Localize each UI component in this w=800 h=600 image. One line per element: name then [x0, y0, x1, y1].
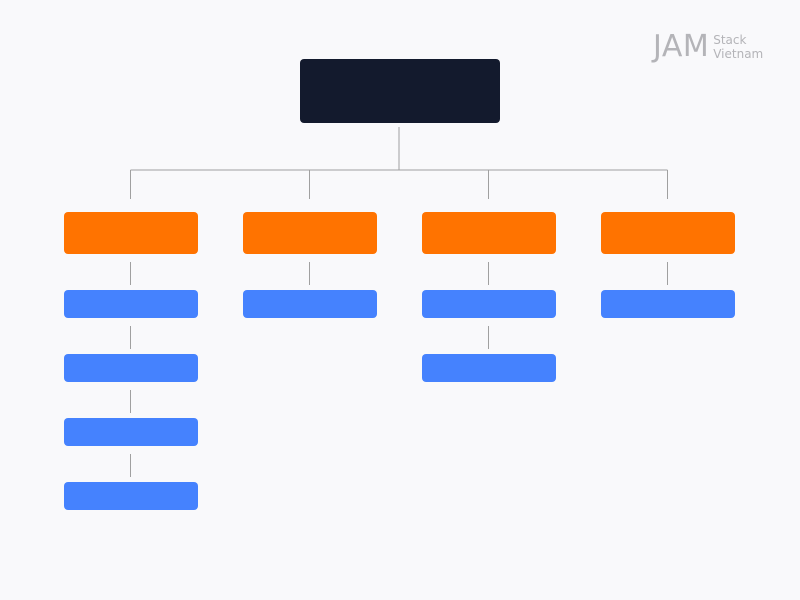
- leaf-node: [422, 354, 556, 382]
- branch-node: [243, 212, 377, 254]
- logo-subtitle-line1: Stack: [713, 33, 747, 47]
- branch-node: [601, 212, 735, 254]
- brand-logo: JAM Stack Vietnam: [653, 30, 763, 64]
- branch-node: [422, 212, 556, 254]
- leaf-node: [64, 418, 198, 446]
- leaf-node: [601, 290, 735, 318]
- logo-wordmark: JAM: [653, 29, 710, 64]
- leaf-node: [64, 354, 198, 382]
- leaf-node: [243, 290, 377, 318]
- logo-subtitle-line2: Vietnam: [713, 47, 764, 61]
- leaf-node: [422, 290, 556, 318]
- leaf-node: [64, 482, 198, 510]
- logo-subtitle: Stack Vietnam: [713, 33, 763, 61]
- root-node: [300, 59, 500, 123]
- branch-node: [64, 212, 198, 254]
- leaf-node: [64, 290, 198, 318]
